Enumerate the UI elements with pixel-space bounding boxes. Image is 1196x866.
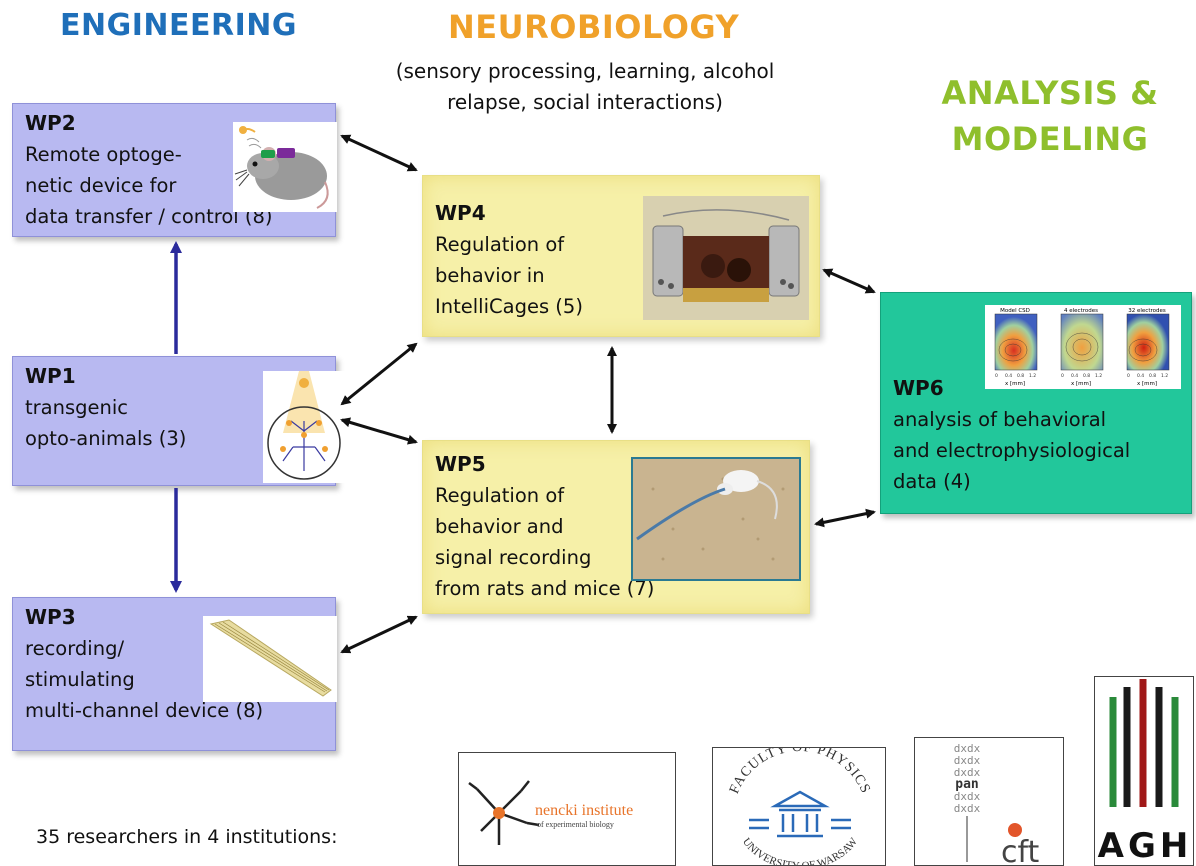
tick-3b: 0.4 — [1137, 373, 1144, 379]
arrow-wp1-wp5 — [340, 417, 418, 445]
arrow-wp1-wp4 — [340, 342, 418, 406]
neurobiology-subtitle: (sensory processing, learning, alcohol r… — [395, 59, 775, 114]
wp2-text: Remote optoge- netic device for data tra… — [25, 143, 273, 228]
tick-2b: 0.4 — [1071, 373, 1078, 379]
arrow-wp2-wp4 — [340, 134, 418, 172]
axis-label-3: x [mm] — [1137, 381, 1157, 387]
wp2-title: WP2 — [25, 111, 76, 135]
cft-pan-logo[interactable]: dxdx dxdx dxdx dxdx dxdx pan cft — [914, 737, 1064, 866]
wp6-title: WP6 — [893, 376, 944, 400]
nencki-name: nencki institute — [535, 802, 633, 819]
panel-title-3: 32 electrodes — [1128, 308, 1166, 314]
electrode-probe-icon — [203, 616, 337, 702]
tick-1b: 0.4 — [1005, 373, 1012, 379]
faculty-bottom-text: UNIVERSITY OF WARSAW — [740, 835, 860, 865]
tick-2d: 1.2 — [1095, 373, 1102, 379]
arrow-wp3-wp5 — [340, 615, 418, 654]
tick-1a: 0 — [995, 373, 998, 379]
arrow-wp4-wp6 — [822, 268, 876, 294]
tick-2c: 0.8 — [1083, 373, 1090, 379]
axis-label-2: x [mm] — [1071, 381, 1091, 387]
faculty-of-physics-logo[interactable]: FACULTY OF PHYSICS UNIVERSITY OF WARSAW — [712, 747, 886, 866]
mouse-icon — [233, 122, 337, 212]
nencki-sub: of experimental biology — [537, 820, 614, 829]
panel-title-1: Model CSD — [1000, 308, 1030, 314]
wp5-text: Regulation of behavior and signal record… — [435, 484, 655, 600]
wp1-box: WP1 transgenic opto-animals (3) — [12, 356, 345, 486]
faculty-top-text: FACULTY OF PHYSICS — [727, 748, 872, 796]
svg-text:FACULTY OF PHYSICS: FACULTY OF PHYSICS — [727, 748, 873, 796]
rat-arena-photo — [631, 457, 801, 581]
nencki-logo[interactable]: nencki institute of experimental biology — [458, 752, 676, 866]
wp1-title: WP1 — [25, 364, 76, 388]
analysis-heading: ANALYSIS & MODELING — [941, 74, 1159, 158]
tick-3c: 0.8 — [1149, 373, 1156, 379]
wp5-box: WP5 Regulation of behavior and signal re… — [422, 440, 810, 614]
wp6-box: WP6 analysis of behavioral and electroph… — [880, 292, 1192, 514]
cft-dx-1: dxdx — [954, 742, 981, 755]
wp3-box: WP3 recording/ stimulating multi-channel… — [12, 597, 337, 751]
cft-dx-4: dxdx — [954, 790, 981, 803]
axis-label-1: x [mm] — [1005, 381, 1025, 387]
cft-dx-3: dxdx — [954, 766, 981, 779]
agh-text: AGH — [1098, 826, 1193, 866]
wp4-text: Regulation of behavior in IntelliCages (… — [435, 233, 583, 318]
wp2-box: WP2 Remote optoge- netic device for data… — [12, 103, 337, 237]
panel-title-2: 4 electrodes — [1064, 308, 1098, 314]
agh-logo[interactable]: AGH — [1094, 676, 1194, 866]
wp3-title: WP3 — [25, 605, 76, 629]
tick-3a: 0 — [1127, 373, 1130, 379]
tick-2a: 0 — [1061, 373, 1064, 379]
footer-text: 35 researchers in 4 institutions: — [36, 826, 338, 848]
cft-dx-5: dxdx — [954, 802, 981, 815]
wp4-title: WP4 — [435, 201, 486, 225]
wp5-title: WP5 — [435, 452, 486, 476]
svg-text:UNIVERSITY OF WARSAW: UNIVERSITY OF WARSAW — [740, 835, 860, 866]
arrow-wp5-wp6 — [814, 508, 876, 528]
wp3-text: recording/ stimulating multi-channel dev… — [25, 637, 264, 722]
neurobiology-heading: NEUROBIOLOGY — [448, 8, 740, 46]
cft-dx-2: dxdx — [954, 754, 981, 767]
engineering-heading: ENGINEERING — [60, 8, 297, 43]
intellicage-photo — [643, 196, 809, 320]
cft-text: cft — [1001, 835, 1040, 866]
tick-3d: 1.2 — [1161, 373, 1168, 379]
tick-1d: 1.2 — [1029, 373, 1036, 379]
wp4-box: WP4 Regulation of behavior in IntelliCag… — [422, 175, 820, 337]
csd-heatmap: Model CSD 4 electrodes 32 electrodes x [… — [985, 305, 1181, 389]
cft-pan: pan — [955, 777, 978, 792]
neuron-icon — [263, 371, 345, 483]
wp1-text: transgenic opto-animals (3) — [25, 396, 187, 450]
wp6-text: analysis of behavioral and electrophysio… — [893, 408, 1131, 493]
tick-1c: 0.8 — [1017, 373, 1024, 379]
